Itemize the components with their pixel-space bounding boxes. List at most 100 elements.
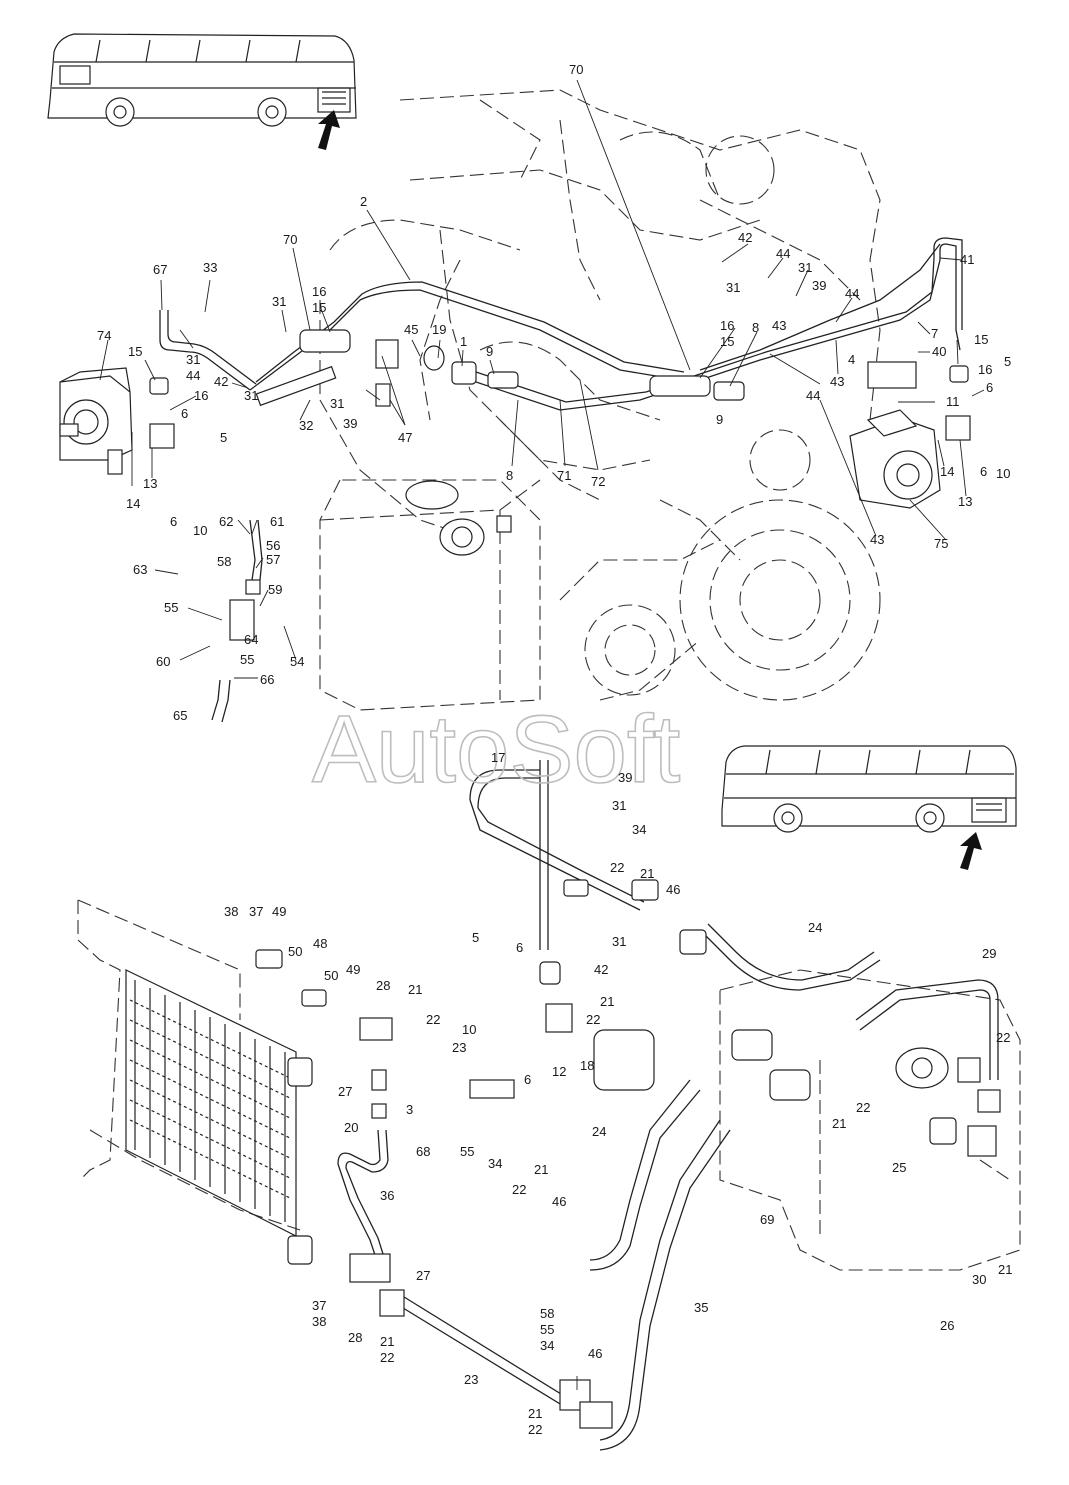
callout-label: 67 xyxy=(153,262,167,277)
callout-label: 46 xyxy=(552,1194,566,1209)
callout-label: 21 xyxy=(640,866,654,881)
callout-label: 15 xyxy=(974,332,988,347)
callout-label: 31 xyxy=(612,934,626,949)
callout-label: 6 xyxy=(181,406,188,421)
callout-label: 42 xyxy=(594,962,608,977)
callout-label: 57 xyxy=(266,552,280,567)
callout-label: 48 xyxy=(313,936,327,951)
callout-label: 55 xyxy=(240,652,254,667)
callout-label: 19 xyxy=(432,322,446,337)
callout-label: 34 xyxy=(540,1338,554,1353)
callout-label: 50 xyxy=(288,944,302,959)
callout-label: 55 xyxy=(540,1322,554,1337)
callout-label: 22 xyxy=(380,1350,394,1365)
callout-label: 42 xyxy=(214,374,228,389)
callout-label: 44 xyxy=(186,368,200,383)
callout-label: 58 xyxy=(217,554,231,569)
callout-label: 41 xyxy=(960,252,974,267)
callout-label: 74 xyxy=(97,328,111,343)
callout-label: 44 xyxy=(845,286,859,301)
callout-label: 40 xyxy=(932,344,946,359)
callout-label: 63 xyxy=(133,562,147,577)
callout-label: 13 xyxy=(143,476,157,491)
callout-label: 21 xyxy=(408,982,422,997)
callout-label: 72 xyxy=(591,474,605,489)
callout-label: 10 xyxy=(996,466,1010,481)
callout-label: 34 xyxy=(632,822,646,837)
callout-label: 28 xyxy=(348,1330,362,1345)
callout-label: 37 xyxy=(312,1298,326,1313)
callout-label: 31 xyxy=(612,798,626,813)
callout-label: 16 xyxy=(312,284,326,299)
callout-label: 44 xyxy=(806,388,820,403)
callout-label: 16 xyxy=(978,362,992,377)
callout-label: 8 xyxy=(506,468,513,483)
callout-label: 39 xyxy=(343,416,357,431)
callout-label: 21 xyxy=(832,1116,846,1131)
callout-label: 16 xyxy=(720,318,734,333)
callout-label: 43 xyxy=(772,318,786,333)
callout-label: 21 xyxy=(528,1406,542,1421)
callout-label: 15 xyxy=(128,344,142,359)
callout-label: 39 xyxy=(618,770,632,785)
hydraulic-pump-74 xyxy=(59,367,133,475)
callout-label: 4 xyxy=(848,352,855,367)
callout-label: 20 xyxy=(344,1120,358,1135)
callout-label: 46 xyxy=(588,1346,602,1361)
callout-label: 47 xyxy=(398,430,412,445)
callout-label: 69 xyxy=(760,1212,774,1227)
bus-locator-icon-right xyxy=(721,745,1017,870)
callout-label: 55 xyxy=(164,600,178,615)
callout-label: 75 xyxy=(934,536,948,551)
callout-label: 5 xyxy=(472,930,479,945)
callout-label: 6 xyxy=(170,514,177,529)
callout-label: 31 xyxy=(330,396,344,411)
callout-label: 43 xyxy=(830,374,844,389)
callout-label: 12 xyxy=(552,1064,566,1079)
callout-label: 66 xyxy=(260,672,274,687)
callout-label: 21 xyxy=(600,994,614,1009)
callout-label: 31 xyxy=(244,388,258,403)
callout-label: 62 xyxy=(219,514,233,529)
watermark: AutoSoft xyxy=(312,696,680,803)
callout-label: 35 xyxy=(694,1300,708,1315)
callout-label: 6 xyxy=(516,940,523,955)
pump-bracket-right xyxy=(719,969,1021,1271)
callout-label: 37 xyxy=(249,904,263,919)
callout-label: 70 xyxy=(569,62,583,77)
callout-labels: 70 2 70 67 33 31 16 15 74 15 31 44 42 16… xyxy=(97,62,1012,1437)
callout-label: 70 xyxy=(283,232,297,247)
callout-label: 15 xyxy=(720,334,734,349)
callout-label: 38 xyxy=(312,1314,326,1329)
callout-label: 24 xyxy=(592,1124,606,1139)
callout-label: 68 xyxy=(416,1144,430,1159)
fluid-tank xyxy=(319,479,541,711)
callout-label: 58 xyxy=(540,1306,554,1321)
callout-label: 45 xyxy=(404,322,418,337)
callout-label: 11 xyxy=(946,394,960,409)
hydraulic-pump-75 xyxy=(849,409,941,509)
callout-label: 5 xyxy=(220,430,227,445)
callout-label: 27 xyxy=(416,1268,430,1283)
callout-label: 55 xyxy=(460,1144,474,1159)
callout-label: 31 xyxy=(798,260,812,275)
callout-label: 9 xyxy=(486,344,493,359)
callout-label: 27 xyxy=(338,1084,352,1099)
callout-label: 31 xyxy=(726,280,740,295)
callout-label: 25 xyxy=(892,1160,906,1175)
callout-label: 39 xyxy=(812,278,826,293)
callout-label: 60 xyxy=(156,654,170,669)
callout-label: 49 xyxy=(346,962,360,977)
callout-label: 21 xyxy=(998,1262,1012,1277)
callout-label: 10 xyxy=(193,523,207,538)
hose-lines xyxy=(159,237,999,1451)
callout-label: 9 xyxy=(716,412,723,427)
callout-label: 32 xyxy=(299,418,313,433)
callout-label: 31 xyxy=(272,294,286,309)
callout-label: 18 xyxy=(580,1058,594,1073)
callout-label: 22 xyxy=(586,1012,600,1027)
callout-label: 46 xyxy=(666,882,680,897)
callout-label: 5 xyxy=(1004,354,1011,369)
callout-label: 28 xyxy=(376,978,390,993)
